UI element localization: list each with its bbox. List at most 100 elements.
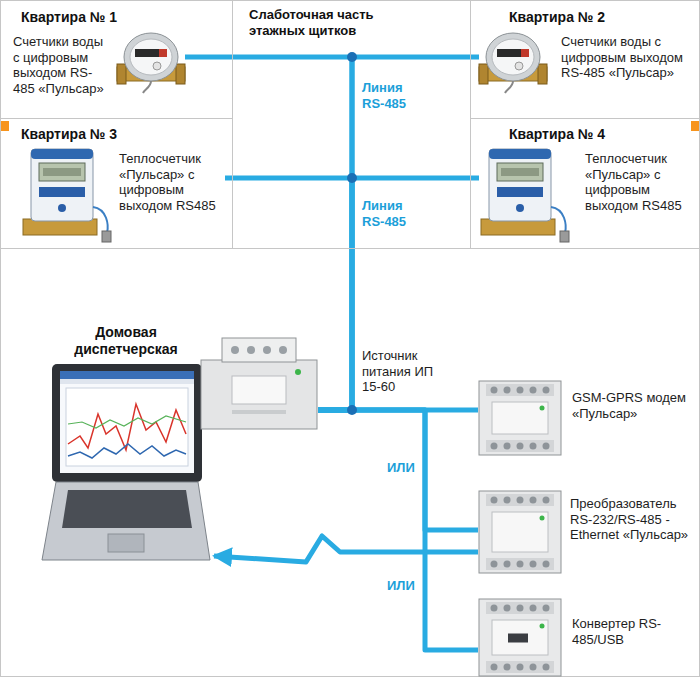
din-label-plate bbox=[492, 402, 548, 434]
rs485-bus-line bbox=[318, 57, 479, 410]
label-holder: Линия RS-485 bbox=[362, 80, 424, 111]
din-body bbox=[479, 491, 561, 573]
terminal-screw bbox=[530, 387, 537, 394]
terminal-screw bbox=[543, 561, 550, 568]
text-holder: Преобразователь RS-232/RS-485 -Ethernet … bbox=[570, 496, 696, 543]
device-drawing bbox=[42, 364, 210, 560]
window-toolbar bbox=[60, 379, 194, 384]
device-box: Теплосчетчик «Пульсар» с цифровым выходо… bbox=[479, 145, 695, 245]
chart-area bbox=[66, 388, 188, 466]
device-drawing bbox=[479, 599, 561, 676]
terminal-screw bbox=[491, 605, 498, 612]
text-holder: Теплосчетчик «Пульсар» с цифровым выходо… bbox=[119, 151, 221, 213]
line-label: Линия RS-485 bbox=[362, 198, 424, 229]
device-drawing bbox=[479, 491, 561, 573]
device-drawing bbox=[23, 149, 111, 242]
terminal-block bbox=[486, 440, 554, 452]
probe-cable bbox=[93, 207, 108, 233]
terminal-screw bbox=[517, 497, 524, 504]
heat-meter-band bbox=[31, 149, 93, 159]
din-label-plate bbox=[492, 620, 548, 655]
device-box: GSM-GPRS модем «Пульсар» bbox=[478, 380, 694, 456]
heat-meter-band bbox=[489, 149, 551, 159]
laptop-lid bbox=[52, 364, 202, 482]
terminal-screw bbox=[543, 387, 550, 394]
psu-label-plate bbox=[232, 376, 286, 404]
terminal-screw bbox=[530, 605, 537, 612]
terminal-screw bbox=[530, 443, 537, 450]
text-holder: Домовая диспетчерская bbox=[66, 324, 186, 358]
device-box: Теплосчетчик «Пульсар» с цифровым выходо… bbox=[21, 145, 225, 245]
psu-top bbox=[222, 338, 296, 362]
terminal-block bbox=[486, 661, 554, 673]
lcd-digits bbox=[43, 168, 81, 176]
din-body bbox=[479, 599, 561, 676]
line-label: Линия RS-485 bbox=[362, 80, 424, 111]
device-box: Счетчики воды с цифровым выходом RS-485 … bbox=[479, 31, 695, 115]
psu-body bbox=[201, 360, 317, 429]
text-holder: Квартира № 1 bbox=[21, 9, 221, 26]
device-caption: Счетчики воды с цифровым выходом RS-485 … bbox=[561, 34, 691, 81]
panel-band: Квартира № 2 Счетчики воды с цифровым вых… bbox=[470, 0, 700, 119]
text-holder: GSM-GPRS модем «Пульсар» bbox=[572, 390, 690, 421]
text-holder: Квартира № 2 bbox=[509, 9, 689, 26]
meter-face bbox=[130, 39, 172, 75]
meter-nut bbox=[538, 64, 547, 84]
device-caption: Источник питания ИП 15-60 bbox=[362, 348, 452, 395]
lcd-display bbox=[39, 163, 85, 181]
meter-nut bbox=[176, 64, 185, 84]
device-drawing bbox=[117, 33, 185, 93]
laptop-base bbox=[42, 482, 210, 560]
meter-counter-red bbox=[159, 49, 167, 57]
device-caption: Теплосчетчик «Пульсар» с цифровым выходо… bbox=[585, 151, 691, 213]
or-label: ИЛИ bbox=[387, 460, 421, 476]
device-drawing bbox=[201, 338, 317, 429]
terminal-screw bbox=[517, 664, 524, 671]
terminal-block bbox=[486, 602, 554, 614]
device-picture bbox=[200, 336, 318, 430]
meter-housing bbox=[486, 33, 540, 81]
device-box: Конвертер RS-485/USB bbox=[478, 598, 694, 677]
button bbox=[58, 204, 66, 212]
text-holder: Конвертер RS-485/USB bbox=[572, 616, 690, 647]
rs485-bus-line bbox=[318, 178, 479, 410]
label-holder: ИЛИ bbox=[387, 578, 421, 594]
heat-meter-body bbox=[31, 149, 93, 221]
meter-housing bbox=[124, 33, 178, 81]
device-caption: Преобразователь RS-232/RS-485 -Ethernet … bbox=[570, 496, 696, 543]
wireless-link-arrow bbox=[214, 536, 478, 562]
chart-line bbox=[68, 416, 186, 428]
device-box: Домовая диспетчерская bbox=[38, 322, 214, 568]
terminal-screw bbox=[491, 561, 498, 568]
status-led bbox=[540, 624, 545, 629]
status-led bbox=[540, 516, 545, 521]
text-holder: Теплосчетчик «Пульсар» с цифровым выходо… bbox=[585, 151, 691, 213]
terminal-screw bbox=[517, 605, 524, 612]
text-holder: Счетчики воды с цифровым выходом RS-485 … bbox=[13, 34, 113, 96]
terminal-screw bbox=[491, 497, 498, 504]
button bbox=[516, 204, 524, 212]
rs485-bus-line bbox=[318, 410, 478, 650]
terminal-screw bbox=[504, 605, 511, 612]
terminal-screw bbox=[504, 387, 511, 394]
device-box: Счетчики воды с цифровым выходом RS-485 … bbox=[13, 31, 185, 115]
terminal-block bbox=[486, 558, 554, 570]
meter-small-dial bbox=[515, 62, 523, 70]
rs485-bus-line bbox=[185, 57, 352, 410]
terminal-screw bbox=[491, 443, 498, 450]
panel-heading: Квартира № 3 bbox=[21, 126, 221, 143]
meter-small-dial bbox=[153, 62, 161, 70]
meter-cable bbox=[143, 81, 151, 93]
terminal-screw bbox=[543, 605, 550, 612]
text-holder: Счетчики воды с цифровым выходом RS-485 … bbox=[561, 34, 691, 81]
terminal-screw bbox=[491, 664, 498, 671]
device-caption: Конвертер RS-485/USB bbox=[572, 616, 690, 647]
terminal-screw bbox=[504, 443, 511, 450]
label-holder: Линия RS-485 bbox=[362, 198, 424, 229]
device-picture bbox=[479, 27, 547, 93]
terminal-screw bbox=[231, 346, 239, 354]
psu-stripe bbox=[232, 410, 286, 414]
meter-nut bbox=[479, 64, 488, 84]
label-holder: ИЛИ bbox=[387, 460, 421, 476]
probe-cable bbox=[551, 207, 566, 233]
